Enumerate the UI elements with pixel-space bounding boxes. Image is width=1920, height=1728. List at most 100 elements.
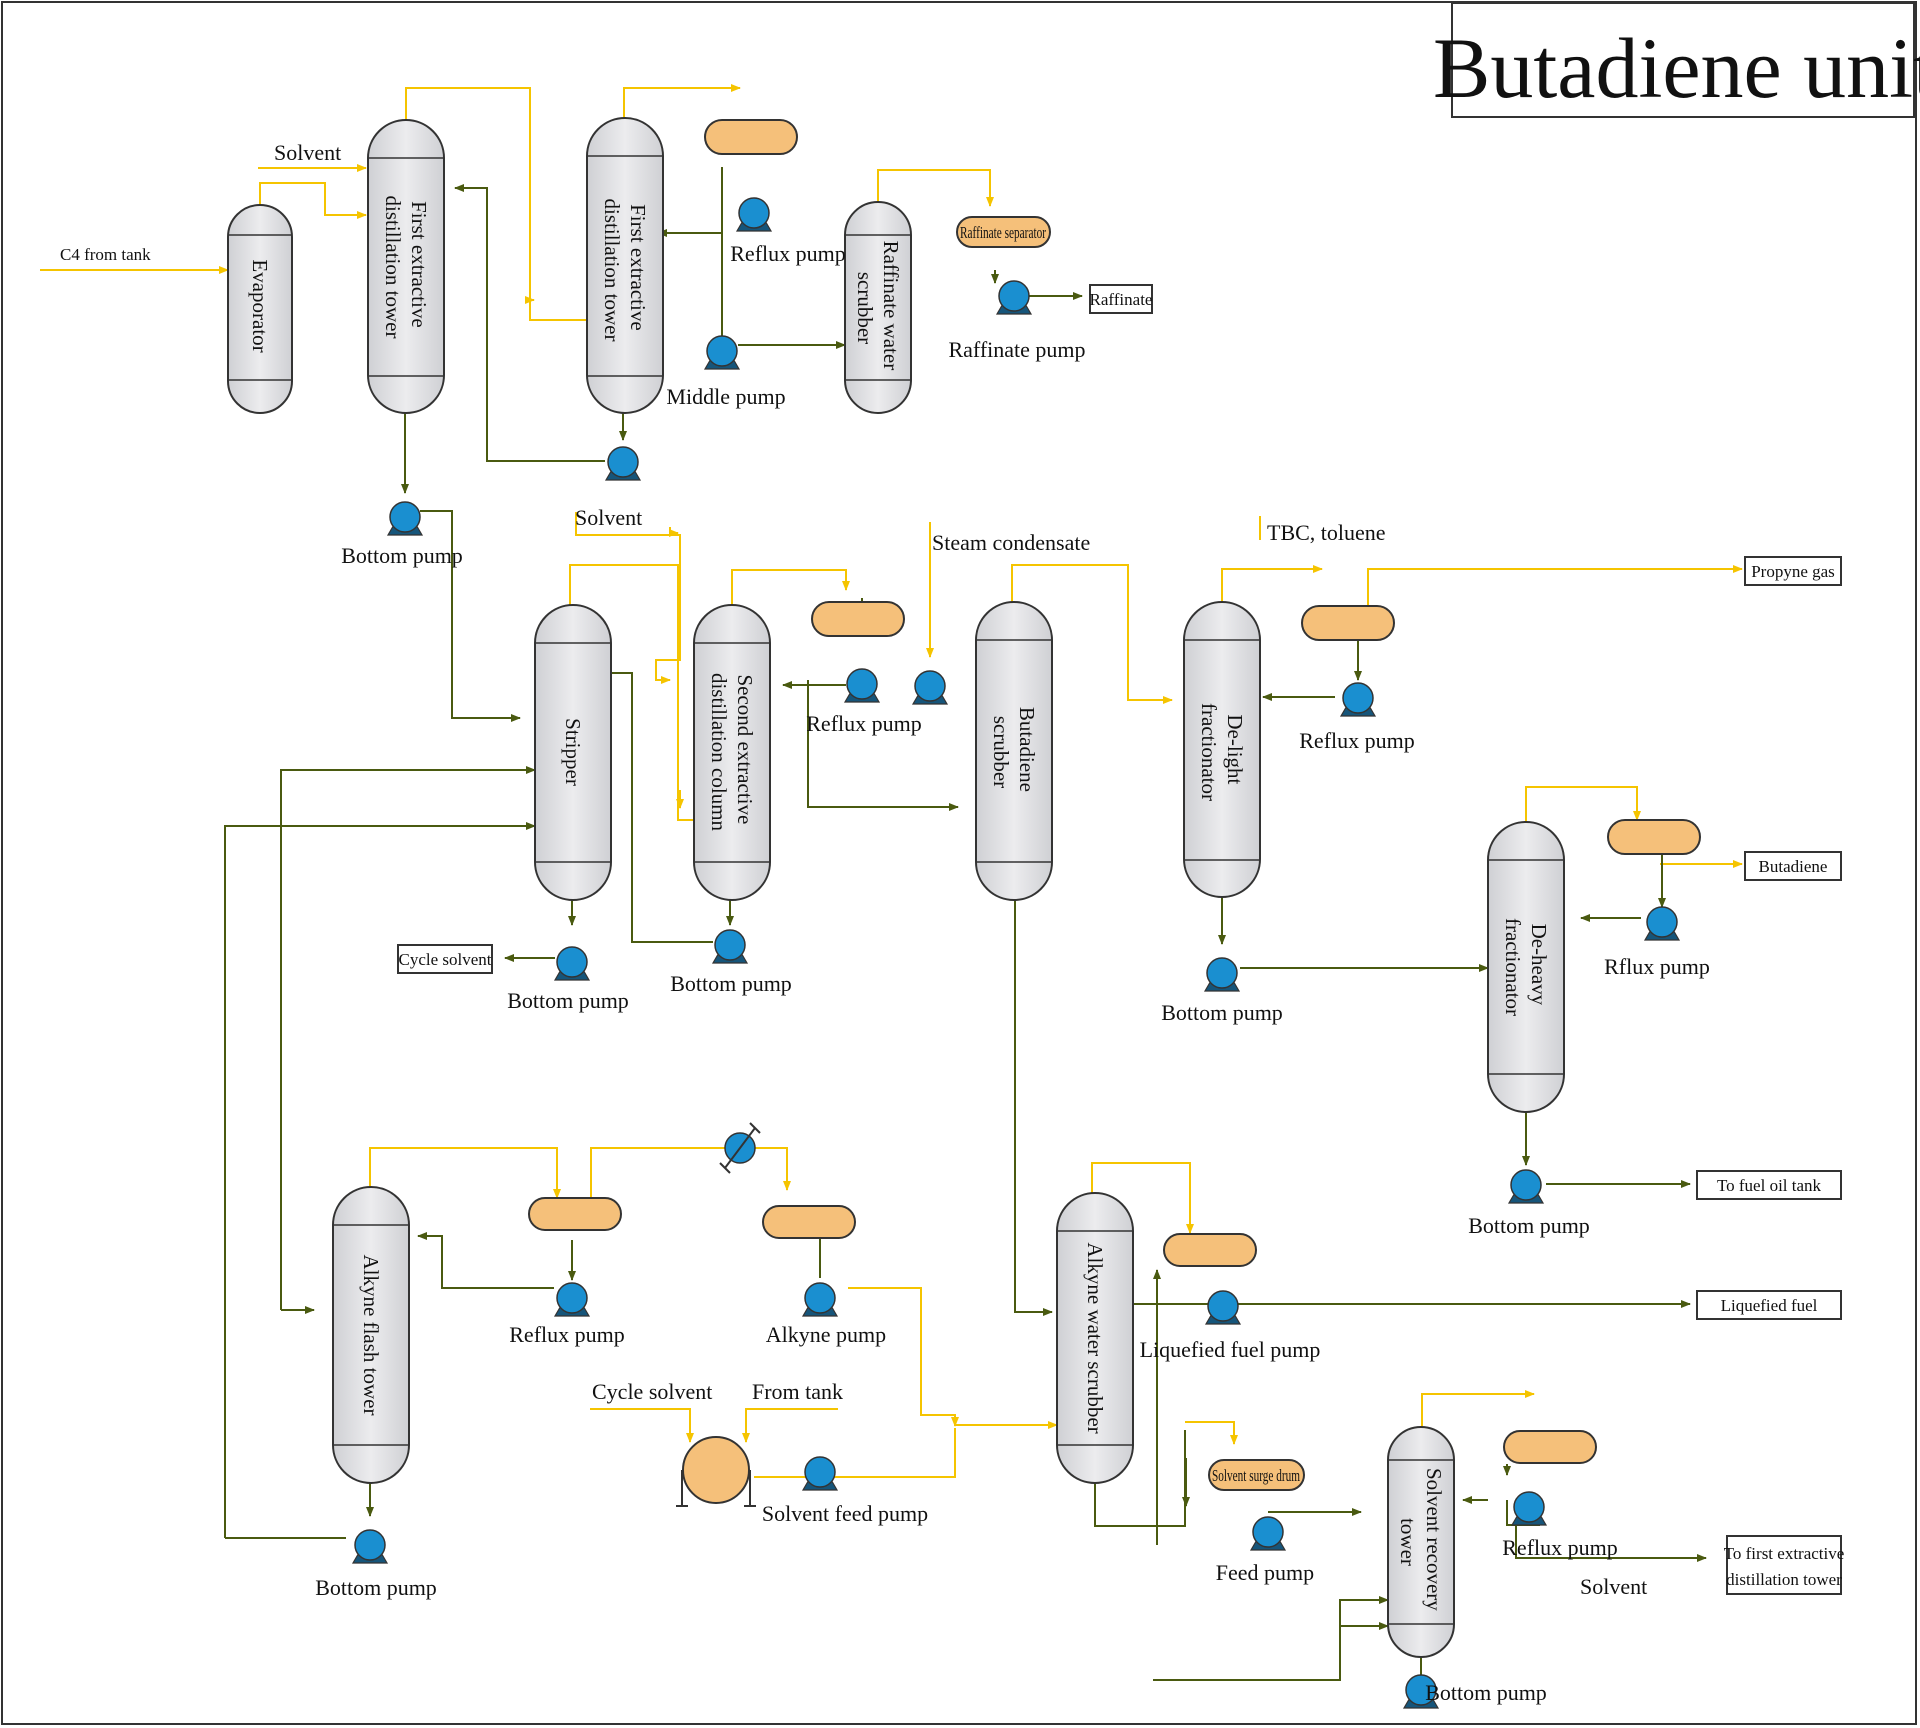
pump-reflux-delight-icon xyxy=(1339,682,1377,717)
tbc-toluene-label: TBC, toluene xyxy=(1267,520,1386,545)
pump-bottom-second-label: Bottom pump xyxy=(670,971,792,996)
pump-reflux-deheavy-label: Rflux pump xyxy=(1604,954,1710,979)
pump-reflux-1-label: Reflux pump xyxy=(730,241,846,266)
svg-text:Evaporator: Evaporator xyxy=(248,259,272,352)
first-extractive-2-line1: First extractive xyxy=(626,204,650,331)
first-extractive-2-line2: distillation tower xyxy=(600,199,624,342)
vessel-first-extractive-tower-1: First extractive distillation tower xyxy=(367,119,445,414)
pump-reflux-recovery-icon xyxy=(1510,1491,1548,1526)
vessel-raffinate-water-scrubber: Raffinate water scrubber xyxy=(844,201,912,414)
solvent-recovery-line1: Solvent recovery xyxy=(1422,1468,1446,1611)
page-title: Butadiene unit xyxy=(1433,20,1920,116)
pump-bottom-1-label: Bottom pump xyxy=(341,543,463,568)
liquefied-fuel-drum xyxy=(1163,1233,1257,1267)
butadiene-product: Butadiene xyxy=(1759,857,1828,876)
to-first-product-line1: To first extractive xyxy=(1724,1544,1845,1563)
pump-bottom-alkyne-label: Bottom pump xyxy=(315,1575,437,1600)
pump-reflux-alkyne-label: Reflux pump xyxy=(509,1322,625,1347)
cycle-solvent-box xyxy=(397,944,493,974)
yellow-piping xyxy=(40,84,1743,1478)
pump-bottom-second-icon xyxy=(711,929,749,964)
raffinate-scrubber-line2: scrubber xyxy=(853,272,877,344)
reflux-drum-alkyne-flash xyxy=(528,1197,622,1231)
second-extractive-line2: distillation column xyxy=(707,673,731,832)
pump-reflux-alkyne-icon xyxy=(553,1282,591,1317)
pump-reflux-delight-label: Reflux pump xyxy=(1299,728,1415,753)
pump-middle-icon xyxy=(703,335,741,370)
stripper-label: Stripper xyxy=(561,718,585,786)
vessel-butadiene-scrubber: Butadiene scrubber xyxy=(975,601,1053,901)
vessel-first-extractive-tower-2: First extractive distillation tower xyxy=(586,117,664,414)
svg-text:Raffinate water scrubber: Raffinate water scrubber xyxy=(853,241,903,376)
pump-bottom-delight-label: Bottom pump xyxy=(1161,1000,1283,1025)
pump-feed-label: Feed pump xyxy=(1216,1560,1314,1585)
vessel-stripper: Stripper xyxy=(534,604,612,901)
pump-reflux-recovery-label: Reflux pump xyxy=(1502,1535,1618,1560)
raffinate-product: Raffinate xyxy=(1090,290,1153,309)
pump-bottom-recovery-icon xyxy=(1402,1674,1440,1709)
solvent-label-2: Solvent xyxy=(575,505,642,530)
solvent-recovery-line2: tower xyxy=(1396,1518,1420,1566)
propyne-box xyxy=(1744,556,1842,586)
vessel-second-extractive-column: Second extractive distillation column xyxy=(693,604,771,901)
svg-text:First extractive distill: First extractive distillation tower xyxy=(600,199,650,342)
fuel-oil-box xyxy=(1696,1170,1842,1200)
fuel-oil-product: To fuel oil tank xyxy=(1717,1176,1822,1195)
pump-bottom-delight-icon xyxy=(1203,957,1241,992)
pump-bottom-deheavy-label: Bottom pump xyxy=(1468,1213,1590,1238)
pump-bottom-recovery-label: Bottom pump xyxy=(1425,1680,1547,1705)
pump-feed-icon xyxy=(1249,1516,1287,1551)
pump-bottom-deheavy-icon xyxy=(1507,1169,1545,1204)
svg-text:De-light fractionator: De-light fractionator xyxy=(1197,703,1247,801)
pump-middle-label: Middle pump xyxy=(666,384,785,409)
raffinate-box xyxy=(1089,284,1153,314)
solvent-out-label: Solvent xyxy=(1580,1574,1647,1599)
reflux-drum-recovery xyxy=(1503,1430,1597,1464)
second-extractive-line1: Second extractive xyxy=(733,674,757,824)
cycle-solvent-product: Cycle solvent xyxy=(398,950,491,969)
vessel-de-heavy-fractionator: De-heavy fractionator xyxy=(1487,821,1565,1113)
pump-bottom-alkyne-icon xyxy=(351,1529,389,1564)
alkyne-flash-label: Alkyne flash tower xyxy=(359,1255,383,1416)
pump-alkyne-label: Alkyne pump xyxy=(766,1322,886,1347)
first-extractive-1-line1: First extractive xyxy=(407,201,431,328)
svg-text:Alkyne flash tower: Alkyne flash tower xyxy=(359,1255,383,1416)
pump-reflux-2-icon xyxy=(843,668,881,703)
to-first-product-line2: distillation tower xyxy=(1726,1570,1842,1589)
pump-reflux-deheavy-icon xyxy=(1643,906,1681,941)
pump-bottom-1-icon xyxy=(386,501,424,536)
alkyne-water-label: Alkyne water scrubber xyxy=(1083,1242,1107,1433)
heat-exchanger-icon xyxy=(719,1122,761,1174)
de-light-line1: De-light xyxy=(1223,714,1247,784)
pump-unlabeled-2-icon xyxy=(911,670,949,705)
pump-raffinate-label: Raffinate pump xyxy=(948,337,1085,362)
svg-text:Alkyne water scrubber: Alkyne water scrubber xyxy=(1083,1242,1107,1433)
reflux-drum-deheavy xyxy=(1607,819,1701,855)
svg-text:De-heavy fractionator: De-heavy fractionator xyxy=(1501,918,1551,1016)
evaporator-label: Evaporator xyxy=(248,259,272,352)
reflux-drum-1 xyxy=(704,119,798,155)
svg-text:First extractive distill: First extractive distillation tower xyxy=(381,196,431,339)
steam-condensate-label: Steam condensate xyxy=(932,530,1090,555)
drums xyxy=(528,119,1701,1491)
pump-liquefied-fuel-icon xyxy=(1204,1290,1242,1325)
vessel-evaporator: Evaporator xyxy=(227,204,293,414)
pump-reflux-1-icon xyxy=(735,197,773,232)
alkyne-drum xyxy=(762,1205,856,1239)
solvent-feed-vessel xyxy=(676,1436,756,1507)
svg-text:Butadiene scrubber: Butadiene scrubber xyxy=(989,707,1039,797)
raffinate-separator-drum xyxy=(956,216,1051,248)
vessel-alkyne-water-scrubber: Alkyne water scrubber xyxy=(1056,1192,1134,1484)
olive-piping xyxy=(224,167,1707,1688)
propyne-product: Propyne gas xyxy=(1751,562,1835,581)
from-tank-label: From tank xyxy=(752,1379,843,1404)
vessel-alkyne-flash-tower: Alkyne flash tower xyxy=(332,1186,410,1484)
svg-text:Stripper: Stripper xyxy=(561,718,585,786)
raffinate-separator-label: Raffinate separator xyxy=(960,223,1046,242)
pump-solvent-feed-icon xyxy=(801,1456,839,1491)
pump-liquefied-fuel-label: Liquefied fuel pump xyxy=(1140,1337,1321,1362)
butadiene-scrubber-line1: Butadiene xyxy=(1015,707,1039,792)
product-boxes xyxy=(397,284,1842,1595)
